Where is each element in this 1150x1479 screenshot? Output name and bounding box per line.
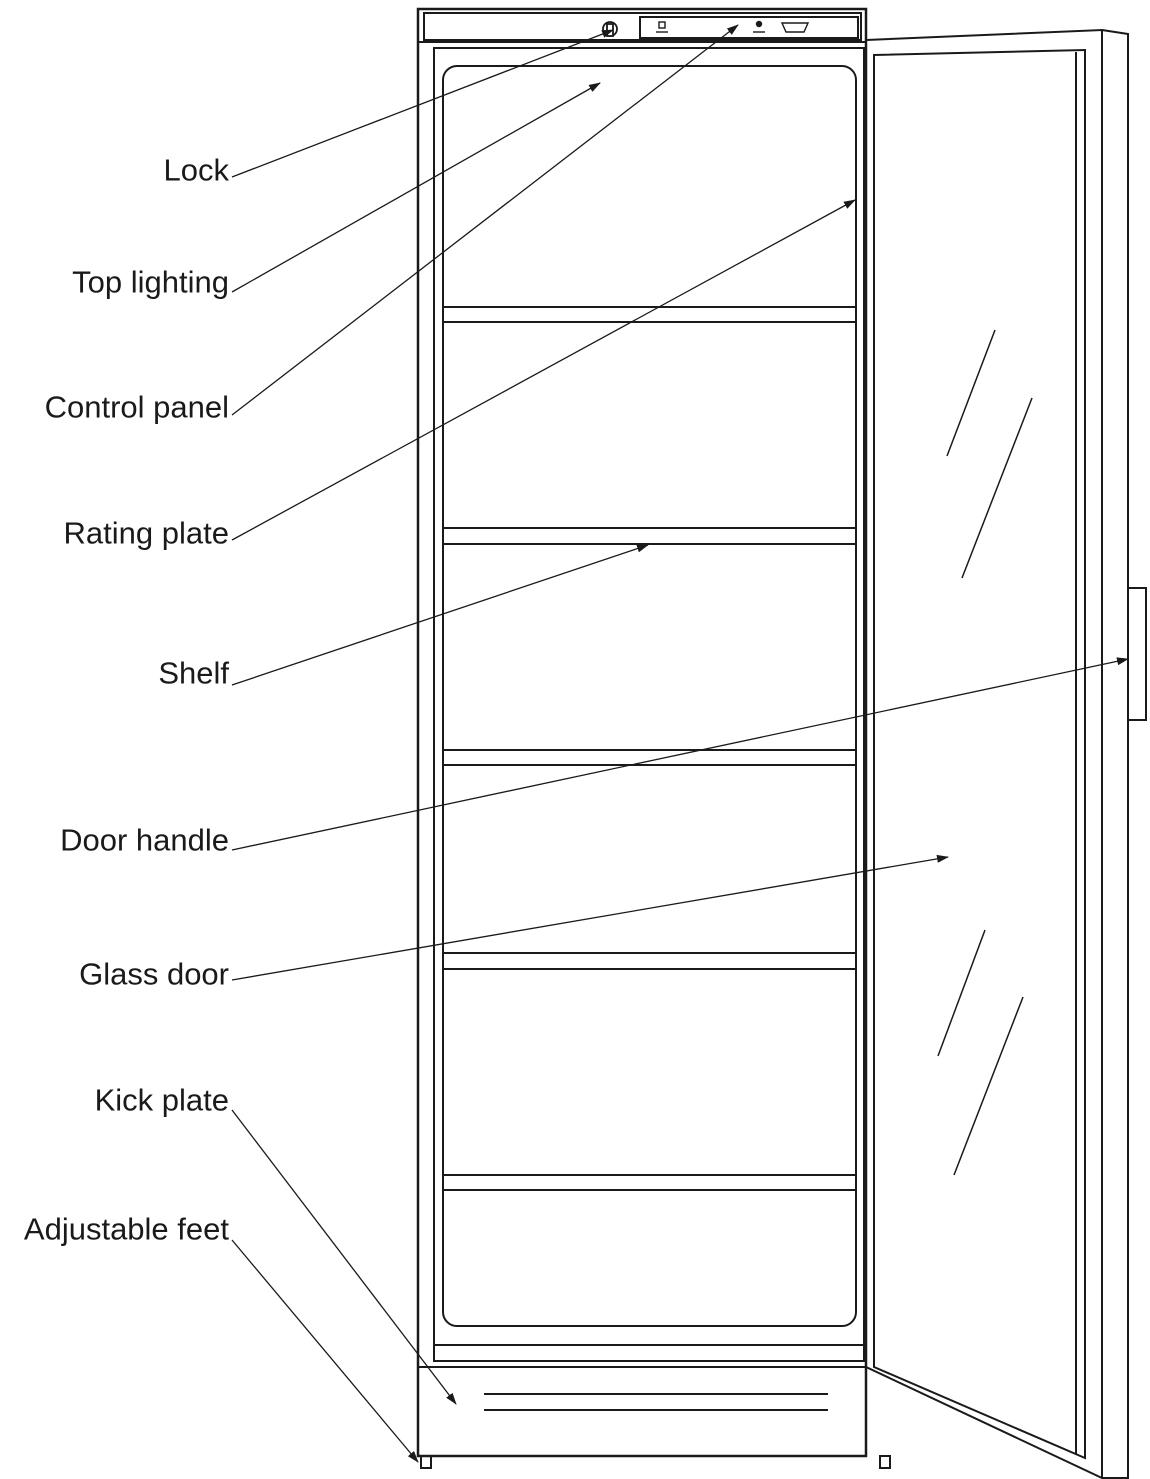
label-rating-plate: Rating plate xyxy=(63,515,229,551)
label-top-lighting: Top lighting xyxy=(72,264,229,300)
control-panel-symbols xyxy=(656,20,810,33)
feet xyxy=(420,1455,891,1469)
label-control-panel: Control panel xyxy=(44,389,229,425)
leader-kick-plate xyxy=(231,1109,457,1405)
label-lock: Lock xyxy=(163,152,229,188)
door-handle-bar xyxy=(1127,587,1147,721)
label-adjustable-feet: Adjustable feet xyxy=(23,1211,229,1247)
leader-rating-plate xyxy=(231,199,856,541)
leader-shelf xyxy=(231,544,649,686)
shelves xyxy=(442,306,857,1191)
leader-lock xyxy=(231,29,614,178)
glass-door-drawing xyxy=(865,28,1147,1479)
lock-knob xyxy=(602,21,618,37)
label-door-handle: Door handle xyxy=(60,822,229,858)
glass-reflections xyxy=(937,329,1033,1176)
label-glass-door: Glass door xyxy=(79,956,229,992)
control-panel-box xyxy=(639,16,859,39)
kick-plate-grille xyxy=(484,1393,828,1411)
leader-lines xyxy=(231,24,1129,1463)
leader-top-lighting xyxy=(231,82,601,293)
cabinet xyxy=(416,7,891,1469)
leader-adjustable-feet xyxy=(231,1239,419,1463)
leader-door-handle xyxy=(231,657,1129,851)
leader-control-panel xyxy=(231,24,739,416)
leader-glass-door xyxy=(231,854,949,981)
label-kick-plate: Kick plate xyxy=(94,1082,229,1118)
label-shelf: Shelf xyxy=(158,655,229,691)
